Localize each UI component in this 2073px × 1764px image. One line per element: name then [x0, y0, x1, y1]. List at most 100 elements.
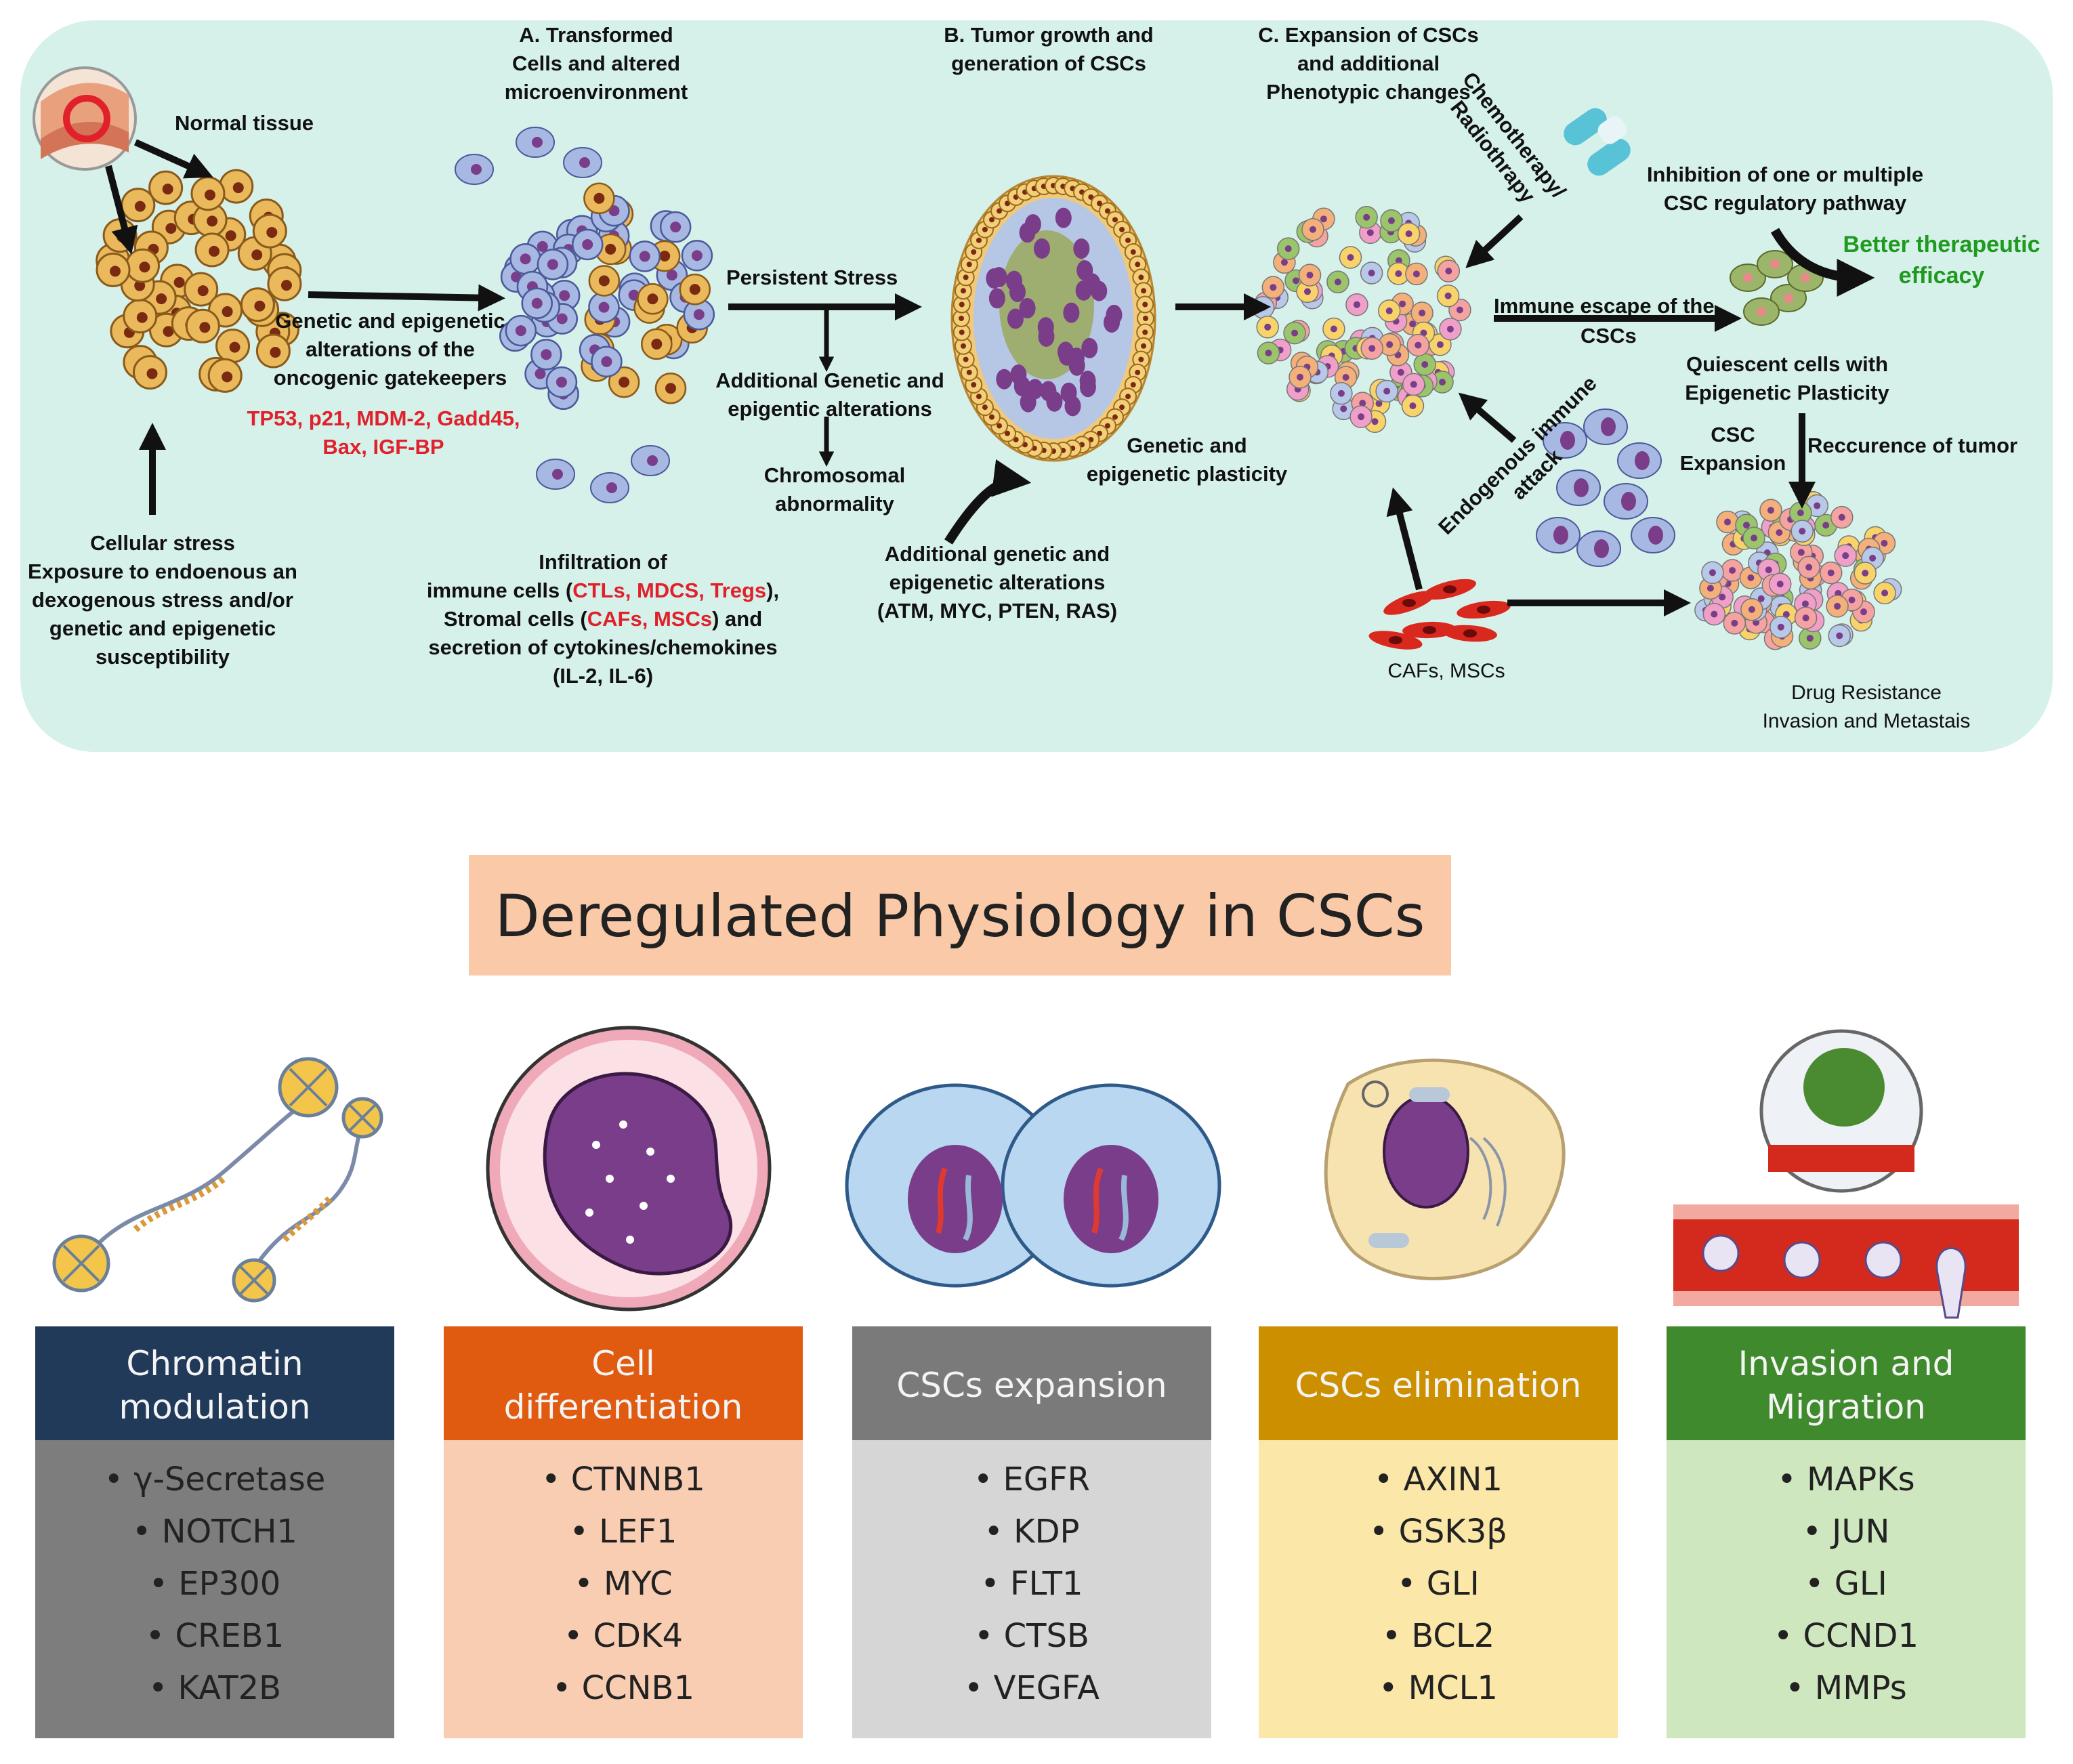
category-header-text: CSCs expansion: [896, 1366, 1167, 1405]
category-header-text: Cell: [591, 1344, 654, 1383]
category-3: CSCs expansion• EGFR• KDP• FLT1• CTSB• V…: [852, 1326, 1211, 1738]
normal-tissue-label: Normal tissue: [175, 111, 314, 135]
svg-text:Expansion: Expansion: [1680, 451, 1786, 475]
chromosomal-label: Chromosomal abnormality: [764, 463, 905, 516]
category-body: [1667, 1440, 2026, 1738]
immune-escape-label: Immune escape of the CSCs: [1494, 294, 1715, 348]
category-header-text: modulation: [119, 1387, 310, 1427]
category-item: • MCL1: [1379, 1669, 1498, 1707]
svg-text:Quiescent cells with: Quiescent cells with: [1686, 352, 1888, 376]
persistent-stress-label: Persistent Stress: [726, 266, 898, 289]
category-item: • EP300: [149, 1565, 280, 1603]
category-item: • KAT2B: [148, 1669, 281, 1707]
svg-text:Cellular stress: Cellular stress: [90, 531, 235, 555]
additional-genetic-label: Additional genetic and epigenetic altera…: [877, 542, 1117, 623]
svg-text:immune cells (CTLs, MDCS, Treg: immune cells (CTLs, MDCS, Tregs),: [427, 579, 779, 602]
svg-text:B. Tumor growth and: B. Tumor growth and: [944, 23, 1153, 47]
category-item: • VEGFA: [964, 1669, 1100, 1707]
svg-text:epigenetic plasticity: epigenetic plasticity: [1087, 462, 1288, 486]
additional-alterations-label: Additional Genetic and epigentic alterat…: [715, 369, 944, 421]
chromatin-icon: [52, 1057, 383, 1303]
svg-text:Genetic and epigenetic: Genetic and epigenetic: [275, 309, 505, 333]
category-header-text: Chromatin: [126, 1344, 303, 1383]
arrows: [105, 139, 1875, 616]
svg-text:Bax, IGF-BP: Bax, IGF-BP: [322, 435, 444, 459]
svg-text:genetic and epigenetic: genetic and epigenetic: [49, 616, 276, 640]
category-item: • MMPs: [1785, 1669, 1907, 1707]
svg-text:efficacy: efficacy: [1899, 263, 1985, 289]
cafs-mscs-icon: [1368, 579, 1511, 650]
csc-elimination-icon: [1324, 1058, 1566, 1280]
csc-expansion-label: CSC Expansion: [1680, 423, 1786, 475]
category-4: CSCs elimination• AXIN1• GSK3β• GLI• BCL…: [1259, 1326, 1618, 1738]
tumor-growth-icon: [950, 175, 1156, 462]
svg-text:dexogenous stress and/or: dexogenous stress and/or: [32, 588, 293, 612]
stage-b-label: B. Tumor growth and generation of CSCs: [944, 23, 1153, 75]
svg-text:Stromal cells (CAFs, MSCs) and: Stromal cells (CAFs, MSCs) and: [444, 607, 762, 631]
csc-expansion-icon: [845, 1083, 1221, 1288]
recurrent-tumor-icon: [1694, 490, 1902, 650]
category-item: • JUN: [1803, 1513, 1890, 1551]
drug-pills-icon: [1564, 108, 1631, 176]
title-box: [469, 855, 1451, 975]
svg-text:secretion of cytokines/chemoki: secretion of cytokines/chemokines: [428, 635, 777, 659]
category-item: • MAPKs: [1777, 1461, 1914, 1498]
stage-c-label: C. Expansion of CSCs and additional Phen…: [1258, 23, 1479, 104]
category-item: • KDP: [984, 1513, 1080, 1551]
svg-text:Inhibition of one or multiple: Inhibition of one or multiple: [1647, 163, 1923, 186]
category-header-text: CSCs elimination: [1295, 1366, 1582, 1405]
svg-text:A. Transformed: A. Transformed: [519, 23, 673, 47]
svg-text:alterations of the: alterations of the: [306, 337, 475, 361]
svg-text:(IL-2, IL-6): (IL-2, IL-6): [553, 664, 653, 688]
svg-text:epigenetic alterations: epigenetic alterations: [889, 570, 1106, 594]
category-header: [1667, 1326, 2026, 1440]
quiescent-label: Quiescent cells with Epigenetic Plastici…: [1685, 352, 1889, 404]
svg-text:Phenotypic changes: Phenotypic changes: [1266, 80, 1470, 104]
stage-a-label: A. Transformed Cells and altered microen…: [505, 23, 688, 104]
svg-text:and additional: and additional: [1297, 51, 1440, 75]
category-header-text: Invasion and: [1738, 1344, 1954, 1383]
category-body: [1259, 1440, 1618, 1738]
svg-text:generation of CSCs: generation of CSCs: [951, 51, 1146, 75]
drug-resistance-label: Drug Resistance Invasion and Metastais: [1763, 681, 1971, 732]
category-item: • GLI: [1397, 1565, 1480, 1603]
category-item: • FLT1: [980, 1565, 1083, 1603]
normal-tissue-icon: [33, 66, 137, 171]
cellular-stress-label: Cellular stress Exposure to endoenous an…: [28, 531, 297, 669]
category-header: [852, 1326, 1211, 1440]
category-item: • GLI: [1805, 1565, 1887, 1603]
category-item: • AXIN1: [1374, 1461, 1503, 1498]
svg-text:CSC regulatory pathway: CSC regulatory pathway: [1664, 191, 1907, 215]
svg-text:Epigenetic Plasticity: Epigenetic Plasticity: [1685, 381, 1889, 404]
svg-text:TP53, p21, MDM-2, Gadd45,: TP53, p21, MDM-2, Gadd45,: [247, 406, 520, 430]
svg-text:Cells and altered: Cells and altered: [512, 51, 680, 75]
category-header: [444, 1326, 803, 1440]
inhibition-label: Inhibition of one or multiple CSC regula…: [1647, 163, 1923, 215]
svg-text:Better therapeutic: Better therapeutic: [1843, 232, 2040, 257]
svg-text:susceptibility: susceptibility: [96, 645, 230, 669]
svg-text:epigentic alterations: epigentic alterations: [728, 397, 931, 421]
immune-cells-icon: [1536, 408, 1675, 567]
svg-text:Chromosomal: Chromosomal: [764, 463, 905, 487]
plasticity-label: Genetic and epigenetic plasticity: [1087, 434, 1288, 486]
invasion-migration-icon: [1673, 1029, 2019, 1319]
infiltration-label: Infiltration of immune cells (CTLs, MDCS…: [427, 550, 779, 688]
gatekeeper-genes: TP53, p21, MDM-2, Gadd45, Bax, IGF-BP: [247, 406, 520, 459]
category-item: • LEF1: [570, 1513, 677, 1551]
category-item: • CCNB1: [552, 1669, 694, 1707]
svg-text:Immune escape of the: Immune escape of the: [1494, 294, 1715, 318]
category-header-text: Migration: [1766, 1387, 1926, 1427]
svg-text:(ATM, MYC, PTEN, RAS): (ATM, MYC, PTEN, RAS): [877, 599, 1117, 623]
svg-text:C. Expansion of CSCs: C. Expansion of CSCs: [1258, 23, 1479, 47]
category-item: • CREB1: [146, 1617, 284, 1655]
altered-microenvironment-icon: [455, 127, 715, 503]
category-item: • CTNNB1: [541, 1461, 705, 1498]
category-item: • γ-Secretase: [104, 1461, 326, 1498]
svg-text:Invasion and Metastais: Invasion and Metastais: [1763, 710, 1971, 732]
category-body: [35, 1440, 394, 1738]
category-item: • GSK3β: [1369, 1513, 1507, 1551]
